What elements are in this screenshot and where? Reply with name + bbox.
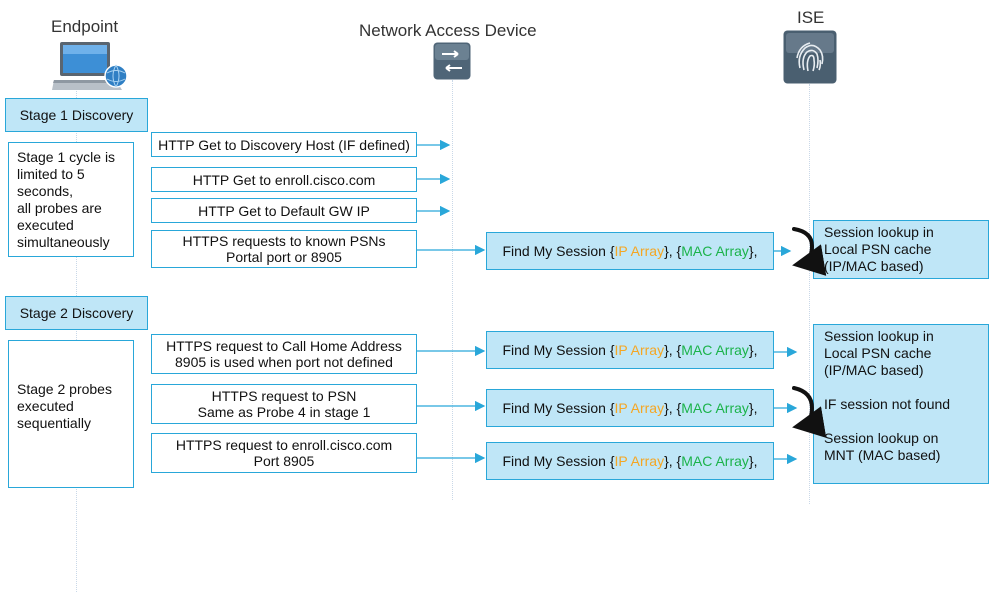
endpoint-label: Endpoint bbox=[51, 17, 119, 36]
stage1-probe-discovery-host: HTTP Get to Discovery Host (IF defined) bbox=[151, 132, 417, 157]
find-mid: }, { bbox=[664, 342, 682, 358]
find-prefix: Find My Session { bbox=[502, 453, 615, 469]
stage1-title: Stage 1 Discovery bbox=[5, 98, 148, 132]
ip-array-label: IP Array bbox=[614, 243, 665, 259]
find-prefix: Find My Session { bbox=[502, 243, 615, 259]
find-suffix: }, bbox=[748, 243, 758, 259]
find-prefix: Find My Session { bbox=[502, 400, 615, 416]
find-suffix: }, bbox=[748, 342, 758, 358]
stage2-title: Stage 2 Discovery bbox=[5, 296, 148, 330]
find-mid: }, { bbox=[664, 453, 682, 469]
nad-label: Network Access Device bbox=[359, 21, 537, 40]
stage1-note: Stage 1 cycle is limited to 5 seconds, a… bbox=[8, 142, 134, 257]
mac-array-label: MAC Array bbox=[681, 453, 749, 469]
find-mid: }, { bbox=[664, 243, 682, 259]
ise-fingerprint-icon bbox=[783, 30, 837, 89]
stage1-probe-known-psns: HTTPS requests to known PSNs Portal port… bbox=[151, 230, 417, 268]
ip-array-label: IP Array bbox=[614, 400, 665, 416]
nad-lifeline bbox=[452, 80, 453, 500]
stage2-session-lookup: Session lookup in Local PSN cache (IP/MA… bbox=[813, 324, 989, 484]
switch-icon bbox=[433, 42, 471, 85]
stage2-find-my-session-3: Find My Session {IP Array}, {MAC Array}, bbox=[486, 442, 774, 480]
arrows-layer bbox=[417, 139, 827, 465]
find-suffix: }, bbox=[748, 400, 758, 416]
ip-array-label: IP Array bbox=[614, 453, 665, 469]
mac-array-label: MAC Array bbox=[681, 342, 749, 358]
stage2-find-my-session-2: Find My Session {IP Array}, {MAC Array}, bbox=[486, 389, 774, 427]
ip-array-label: IP Array bbox=[614, 342, 665, 358]
find-prefix: Find My Session { bbox=[502, 342, 615, 358]
stage1-find-my-session: Find My Session {IP Array}, {MAC Array}, bbox=[486, 232, 774, 270]
ise-label: ISE bbox=[797, 8, 825, 27]
stage2-probe-enroll: HTTPS request to enroll.cisco.com Port 8… bbox=[151, 433, 417, 473]
stage2-note: Stage 2 probes executed sequentially bbox=[8, 340, 134, 488]
stage1-probe-enroll: HTTP Get to enroll.cisco.com bbox=[151, 167, 417, 192]
mac-array-label: MAC Array bbox=[681, 243, 749, 259]
stage2-probe-call-home: HTTPS request to Call Home Address 8905 … bbox=[151, 334, 417, 374]
ise-lifeline bbox=[809, 84, 810, 504]
stage1-probe-default-gw: HTTP Get to Default GW IP bbox=[151, 198, 417, 223]
loop-arrow-stage1 bbox=[792, 227, 827, 276]
mac-array-label: MAC Array bbox=[681, 400, 749, 416]
stage2-find-my-session-1: Find My Session {IP Array}, {MAC Array}, bbox=[486, 331, 774, 369]
stage1-session-lookup: Session lookup in Local PSN cache (IP/MA… bbox=[813, 220, 989, 279]
laptop-icon bbox=[52, 40, 132, 101]
find-suffix: }, bbox=[748, 453, 758, 469]
stage2-probe-psn: HTTPS request to PSN Same as Probe 4 in … bbox=[151, 384, 417, 424]
find-mid: }, { bbox=[664, 400, 682, 416]
loop-arrow-stage2 bbox=[792, 386, 827, 438]
